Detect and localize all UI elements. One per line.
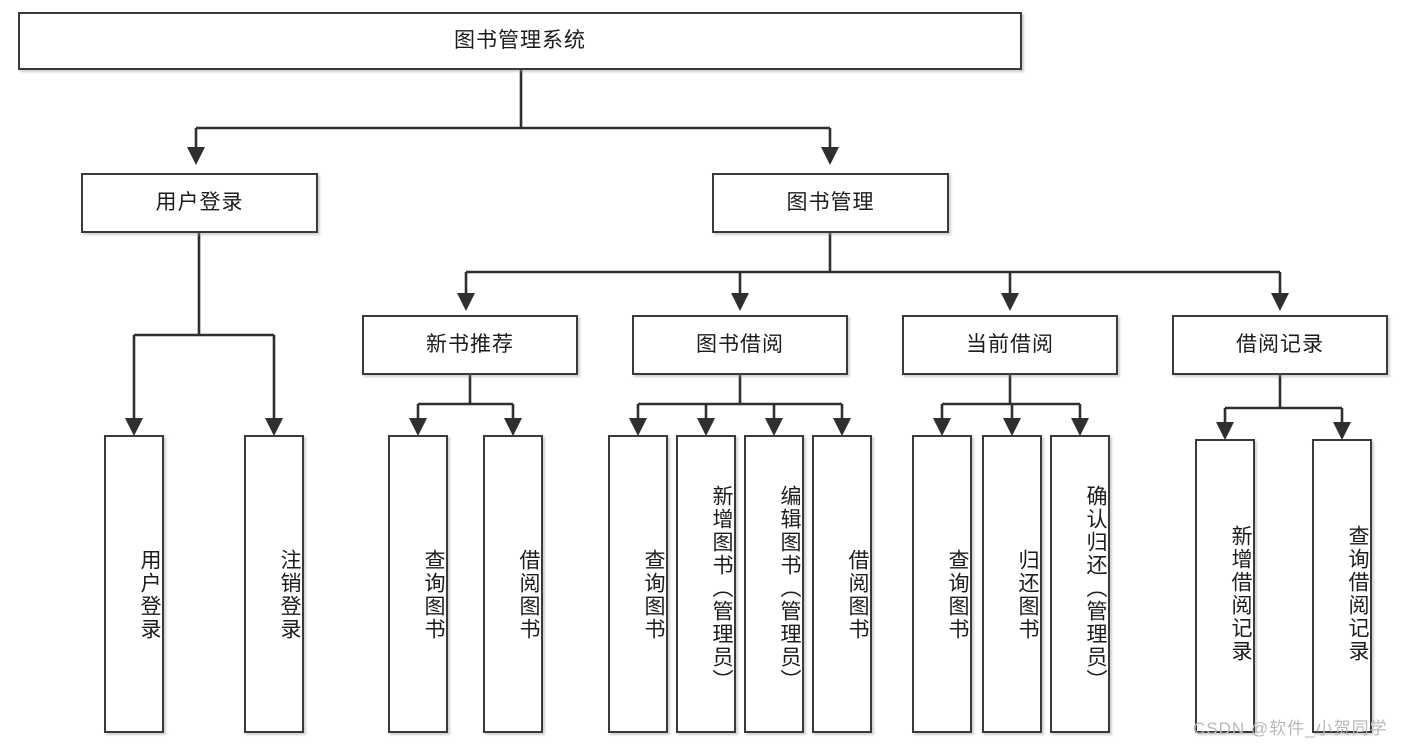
leaf-borrow-book-1-label: 借阅图书 [517, 549, 540, 641]
leaf-add-book[interactable]: 新增图书（管理员） [676, 435, 736, 733]
leaf-query-book-3-label: 查询图书 [946, 549, 969, 641]
leaf-confirm-return[interactable]: 确认归还（管理员） [1050, 435, 1110, 733]
leaf-return-book[interactable]: 归还图书 [982, 435, 1042, 733]
leaf-borrow-book-2[interactable]: 借阅图书 [812, 435, 872, 733]
node-root-label: 图书管理系统 [454, 29, 586, 53]
leaf-return-book-label: 归还图书 [1016, 549, 1039, 641]
leaf-user-login[interactable]: 用户登录 [104, 435, 164, 733]
leaf-borrow-book-2-label: 借阅图书 [846, 549, 869, 641]
node-borrow-record[interactable]: 借阅记录 [1172, 315, 1388, 375]
node-root[interactable]: 图书管理系统 [18, 12, 1022, 70]
leaf-logout[interactable]: 注销登录 [244, 435, 304, 733]
node-new-book-recommend-label: 新书推荐 [426, 333, 514, 357]
leaf-query-book-1[interactable]: 查询图书 [388, 435, 448, 733]
csdn-watermark: CSDN @软件_小贺同学 [1193, 719, 1388, 738]
leaf-query-book-2-label: 查询图书 [642, 549, 665, 641]
leaf-query-record[interactable]: 查询借阅记录 [1312, 439, 1372, 733]
node-book-borrow-label: 图书借阅 [696, 333, 784, 357]
node-book-borrow[interactable]: 图书借阅 [632, 315, 848, 375]
leaf-edit-book[interactable]: 编辑图书（管理员） [744, 435, 804, 733]
leaf-user-login-label: 用户登录 [138, 549, 161, 641]
leaf-confirm-return-label: 确认归还（管理员） [1084, 484, 1107, 692]
leaf-query-book-3[interactable]: 查询图书 [912, 435, 972, 733]
leaf-logout-label: 注销登录 [278, 549, 301, 641]
node-new-book-recommend[interactable]: 新书推荐 [362, 315, 578, 375]
node-book-manage-label: 图书管理 [786, 191, 875, 215]
leaf-borrow-book-1[interactable]: 借阅图书 [483, 435, 543, 733]
leaf-edit-book-label: 编辑图书（管理员） [778, 484, 801, 692]
node-borrow-record-label: 借阅记录 [1236, 333, 1324, 357]
node-current-borrow-label: 当前借阅 [966, 333, 1054, 357]
leaf-add-record-label: 新增借阅记录 [1229, 525, 1252, 663]
leaf-add-record[interactable]: 新增借阅记录 [1195, 439, 1255, 733]
node-book-manage[interactable]: 图书管理 [712, 173, 949, 233]
node-user-login[interactable]: 用户登录 [81, 173, 318, 233]
leaf-query-record-label: 查询借阅记录 [1346, 525, 1369, 663]
node-user-login-label: 用户登录 [155, 191, 244, 215]
leaf-add-book-label: 新增图书（管理员） [710, 484, 733, 692]
node-current-borrow[interactable]: 当前借阅 [902, 315, 1118, 375]
leaf-query-book-1-label: 查询图书 [422, 549, 445, 641]
leaf-query-book-2[interactable]: 查询图书 [608, 435, 668, 733]
